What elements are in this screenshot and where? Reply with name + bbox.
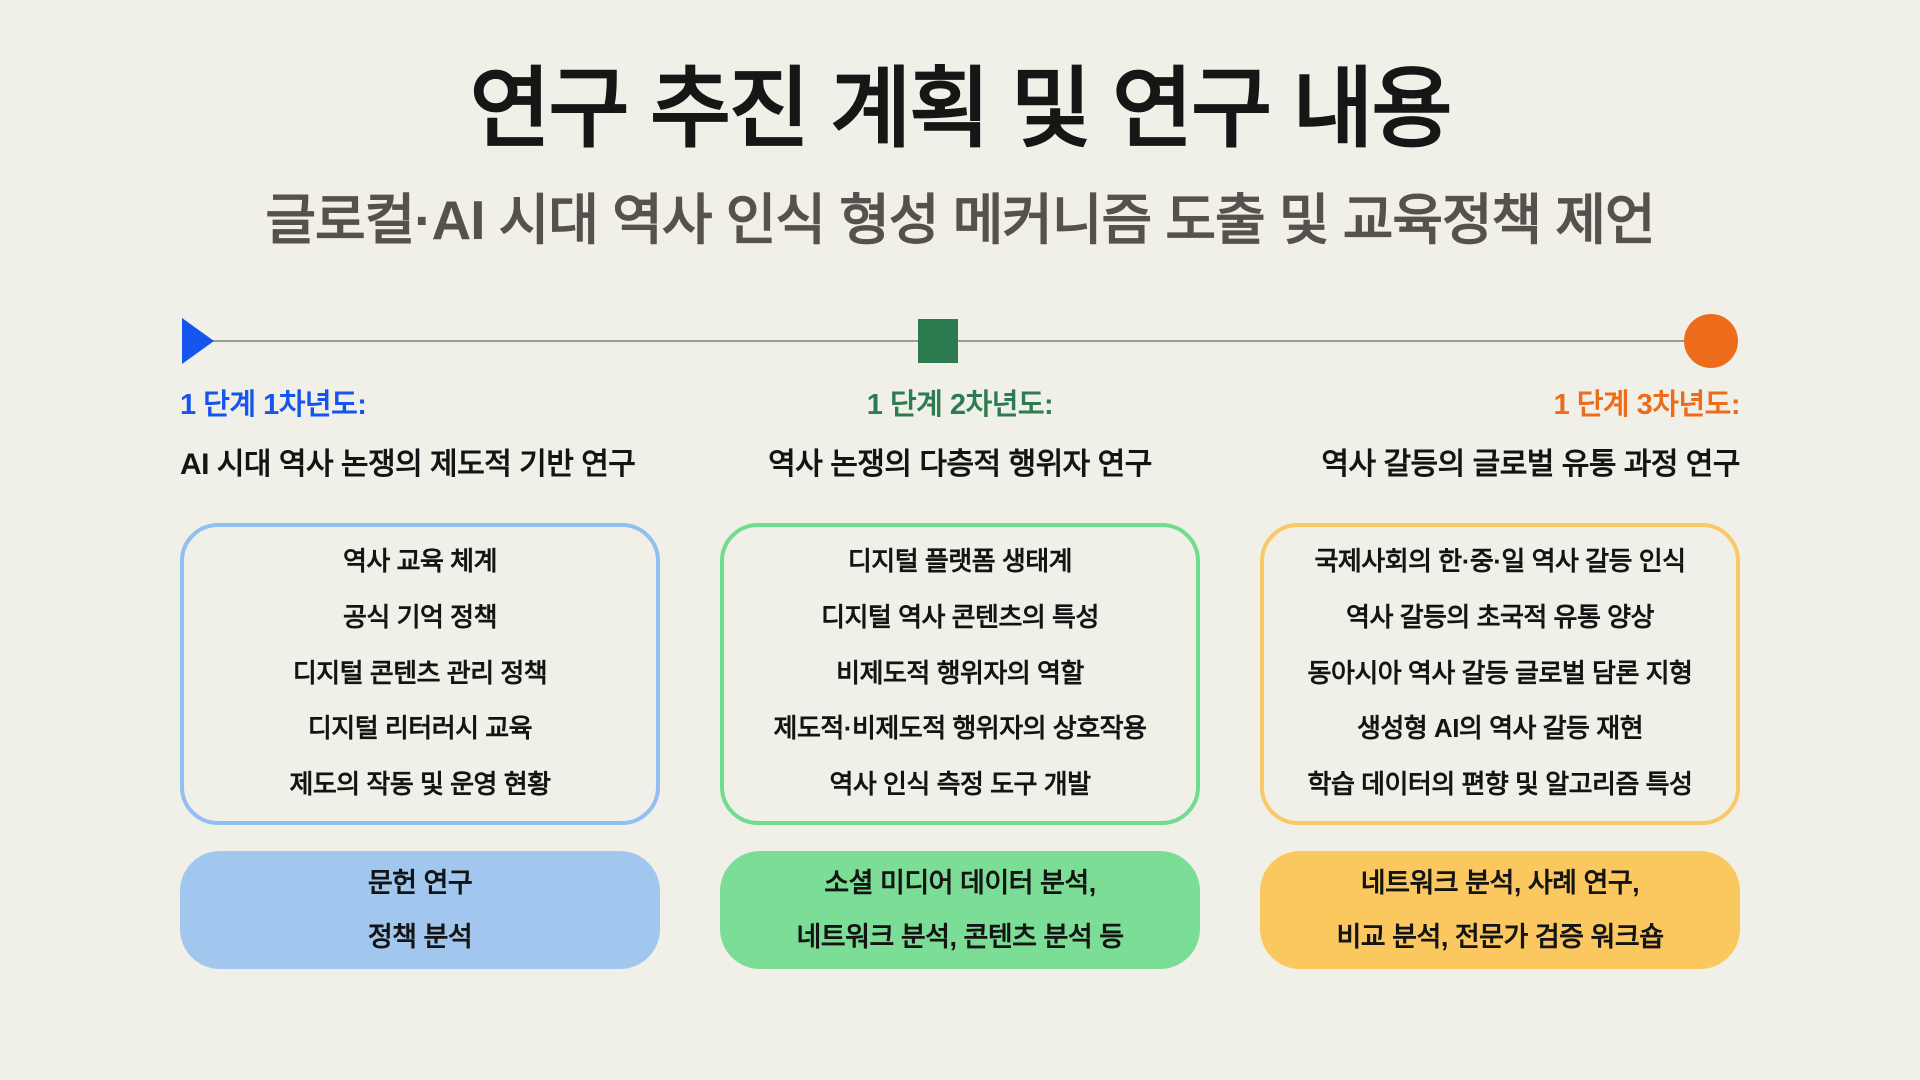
phase1-topics-box: 역사 교육 체계 공식 기억 정책 디지털 콘텐츠 관리 정책 디지털 리터러시… [180,522,660,825]
topic-item: 역사 인식 측정 도구 개발 [829,769,1091,800]
phase2-methods-box: 소셜 미디어 데이터 분석, 네트워크 분석, 콘텐츠 분석 등 [720,850,1200,969]
stage-label-row: 1 단계 1차년도: 1 단계 2차년도: 1 단계 3차년도: [180,381,1741,423]
topic-item: 디지털 콘텐츠 관리 정책 [292,657,548,688]
topic-item: 비제도적 행위자의 역할 [836,657,1084,688]
circle-icon [1684,313,1738,368]
phase3-heading: 역사 갈등의 글로벌 유통 과정 연구 [1321,447,1740,481]
page-title: 연구 추진 계획 및 연구 내용 [469,59,1453,158]
topics-row: 역사 교육 체계 공식 기억 정책 디지털 콘텐츠 관리 정책 디지털 리터러시… [180,522,1740,825]
triangle-icon [182,317,214,364]
topic-item: 생성형 AI의 역사 갈등 재현 [1356,713,1644,744]
topic-item: 디지털 역사 콘텐츠의 특성 [821,601,1099,632]
timeline-line [194,339,1726,342]
method-line: 정책 분석 [367,921,473,952]
phase1-heading: AI 시대 역사 논쟁의 제도적 기반 연구 [180,447,636,481]
topic-item: 제도의 작동 및 운영 현황 [289,769,551,800]
method-line: 소셜 미디어 데이터 분석, [824,867,1096,898]
topic-item: 디지털 리터러시 교육 [307,713,533,744]
topic-item: 공식 기억 정책 [343,601,497,632]
phase-heading-row: AI 시대 역사 논쟁의 제도적 기반 연구 역사 논쟁의 다층적 행위자 연구… [180,439,1741,483]
phase2-heading: 역사 논쟁의 다층적 행위자 연구 [768,447,1152,481]
phase3-methods-box: 네트워크 분석, 사례 연구, 비교 분석, 전문가 검증 워크숍 [1260,850,1740,969]
topic-item: 제도적·비제도적 행위자의 상호작용 [773,713,1147,744]
topic-item: 디지털 플랫폼 생태계 [847,545,1073,576]
topic-item: 학습 데이터의 편향 및 알고리즘 특성 [1307,769,1693,800]
method-line: 비교 분석, 전문가 검증 워크숍 [1336,921,1664,952]
timeline [180,313,1740,369]
method-line: 문헌 연구 [367,867,473,898]
topic-item: 국제사회의 한·중·일 역사 갈등 인식 [1314,545,1686,576]
phase3-topics-box: 국제사회의 한·중·일 역사 갈등 인식 역사 갈등의 초국적 유통 양상 동아… [1260,522,1740,825]
topic-item: 동아시아 역사 갈등 글로벌 담론 지형 [1307,657,1693,688]
stage-label-phase3: 1 단계 3차년도: [1553,388,1741,421]
method-line: 네트워크 분석, 콘텐츠 분석 등 [796,921,1124,952]
stage-label-phase1: 1 단계 1차년도: [180,388,367,421]
topic-item: 역사 갈등의 초국적 유통 양상 [1346,601,1654,632]
phase1-methods-box: 문헌 연구 정책 분석 [180,850,660,969]
methods-row: 문헌 연구 정책 분석 소셜 미디어 데이터 분석, 네트워크 분석, 콘텐츠 … [180,850,1740,969]
square-icon [918,318,958,363]
page-subtitle: 글로컬·AI 시대 역사 인식 형성 메커니즘 도출 및 교육정책 제언 [265,188,1655,251]
topic-item: 역사 교육 체계 [343,545,497,576]
phase2-topics-box: 디지털 플랫폼 생태계 디지털 역사 콘텐츠의 특성 비제도적 행위자의 역할 … [720,522,1200,825]
stage-label-phase2: 1 단계 2차년도: [866,388,1054,421]
method-line: 네트워크 분석, 사례 연구, [1360,867,1640,898]
